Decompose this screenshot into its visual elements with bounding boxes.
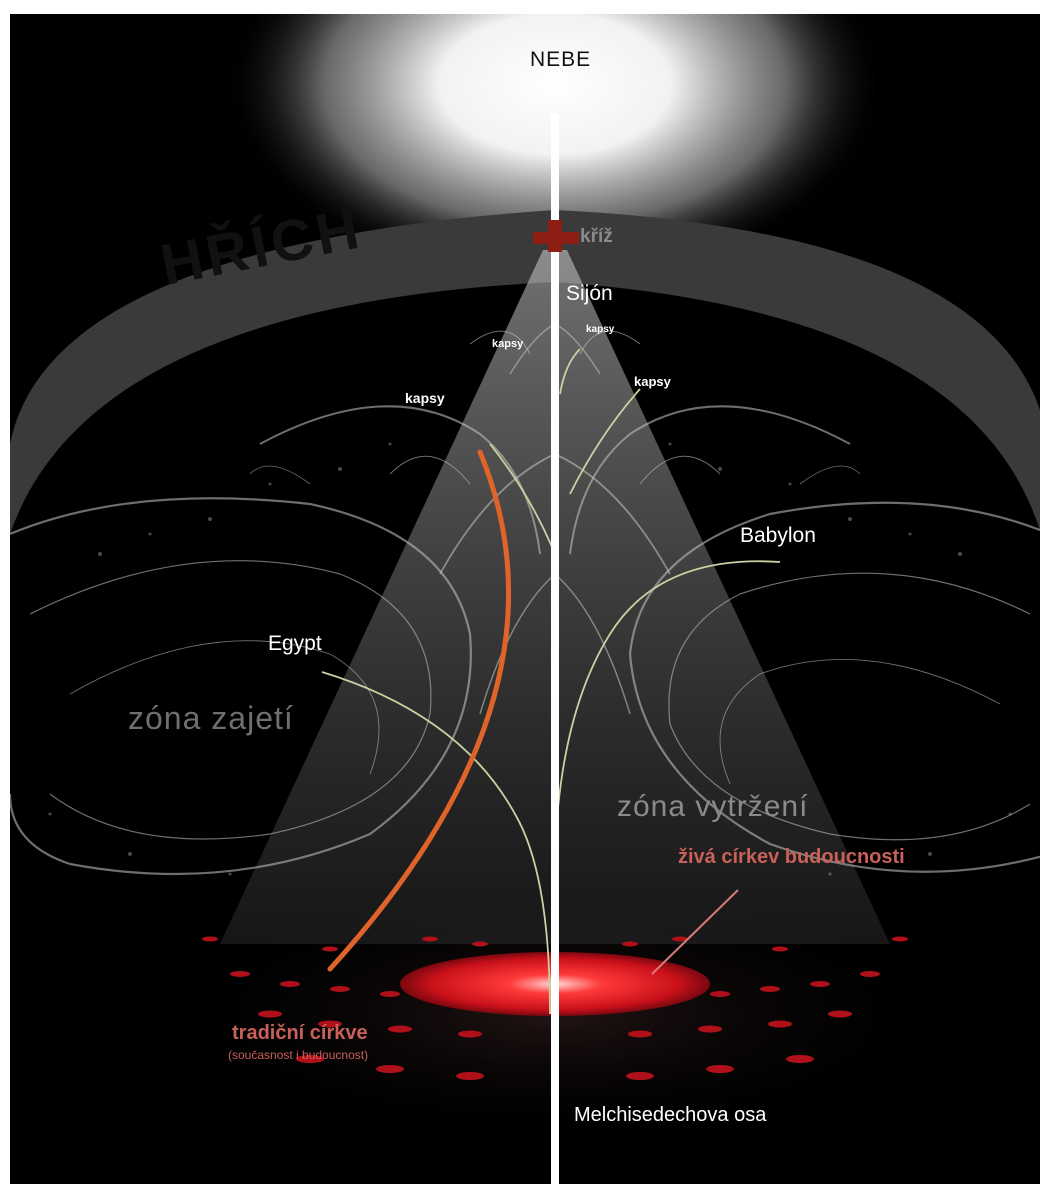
heaven-label: NEBE (530, 48, 591, 72)
cross-label: kříž (580, 226, 613, 248)
living-church-label: živá církev budoucnosti (678, 846, 905, 869)
traditional-churches-label: tradiční církve (232, 1022, 368, 1045)
pockets-label-2: kapsy (586, 324, 614, 335)
axis-label: Melchisedechova osa (574, 1104, 766, 1127)
captivity-zone-label: zóna zajetí (128, 700, 294, 737)
pockets-label-3: kapsy (634, 374, 671, 389)
diagram-artwork (10, 14, 1040, 1184)
traditional-churches-sublabel: (současnost i budoucnost) (228, 1048, 368, 1062)
egypt-label: Egypt (268, 632, 322, 656)
melchisedech-axis (551, 114, 559, 1184)
zion-label: Sijón (566, 282, 613, 306)
rapture-zone-label: zóna vytržení (617, 790, 808, 824)
babylon-label: Babylon (740, 524, 816, 548)
pockets-label-1: kapsy (492, 338, 523, 350)
pockets-label-4: kapsy (405, 390, 445, 406)
